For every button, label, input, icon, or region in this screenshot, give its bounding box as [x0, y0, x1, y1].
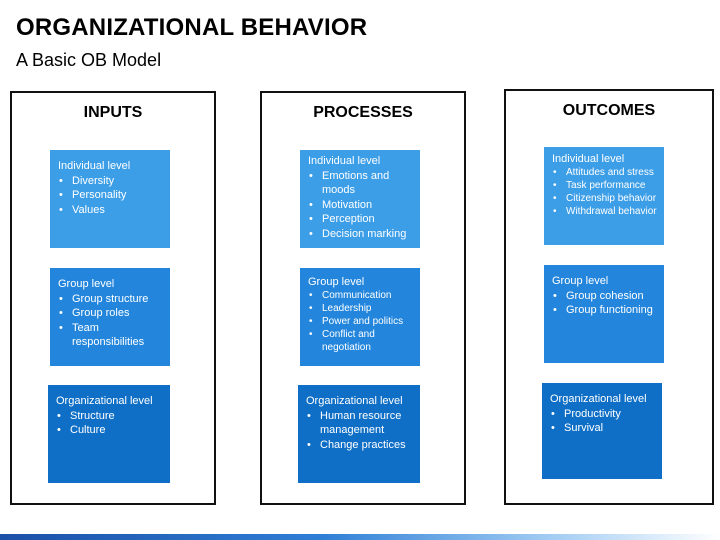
list-item: Power and politics: [308, 315, 414, 328]
list-item: Productivity: [550, 407, 656, 422]
box-heading: Individual level: [58, 160, 131, 172]
outcomes-column: OUTCOMES Individual level Attitudes and …: [504, 89, 714, 505]
box-heading: Group level: [552, 275, 609, 287]
list-item: Withdrawal behavior: [552, 205, 658, 218]
list-item: Emotions and moods: [308, 169, 414, 198]
inputs-individual-box: Individual level Diversity Personality V…: [50, 150, 170, 248]
processes-group-box: Group level Communication Leadership Pow…: [300, 268, 420, 366]
outcomes-individual-box: Individual level Attitudes and stress Ta…: [544, 147, 664, 245]
box-heading: Organizational level: [306, 395, 403, 407]
slide-subtitle: A Basic OB Model: [16, 50, 162, 70]
list-item: Personality: [58, 188, 164, 203]
list-item: Change practices: [306, 438, 414, 453]
box-heading: Group level: [58, 278, 115, 290]
processes-column: PROCESSES Individual level Emotions and …: [260, 91, 466, 505]
list-item: Group roles: [58, 306, 164, 321]
list-item: Human resource management: [306, 409, 414, 438]
box-heading: Organizational level: [56, 395, 153, 407]
list-item: Culture: [56, 423, 164, 438]
list-item: Decision marking: [308, 227, 414, 242]
inputs-column: INPUTS Individual level Diversity Person…: [10, 91, 216, 505]
list-item: Task performance: [552, 179, 658, 192]
list-item: Perception: [308, 212, 414, 227]
list-item: Group functioning: [552, 303, 658, 318]
inputs-organizational-box: Organizational level Structure Culture: [48, 385, 170, 483]
outcomes-header: OUTCOMES: [562, 102, 656, 119]
footer-gradient-bar: [0, 534, 720, 540]
processes-individual-box: Individual level Emotions and moods Moti…: [300, 150, 420, 248]
inputs-group-box: Group level Group structure Group roles …: [50, 268, 170, 366]
outcomes-organizational-box: Organizational level Productivity Surviv…: [542, 383, 662, 479]
box-heading: Organizational level: [550, 393, 647, 405]
list-item: Communication: [308, 289, 414, 302]
box-heading: Individual level: [552, 153, 625, 165]
list-item: Attitudes and stress: [552, 166, 658, 179]
processes-header: PROCESSES: [313, 104, 413, 121]
list-item: Group structure: [58, 292, 164, 307]
list-item: Motivation: [308, 198, 414, 213]
box-heading: Group level: [308, 276, 365, 288]
list-item: Team responsibilities: [58, 321, 164, 350]
box-heading: Individual level: [308, 155, 381, 167]
list-item: Conflict and negotiation: [308, 328, 414, 354]
list-item: Survival: [550, 421, 656, 436]
inputs-header: INPUTS: [83, 104, 143, 121]
outcomes-group-box: Group level Group cohesion Group functio…: [544, 265, 664, 363]
list-item: Structure: [56, 409, 164, 424]
processes-organizational-box: Organizational level Human resource mana…: [298, 385, 420, 483]
list-item: Leadership: [308, 302, 414, 315]
slide-title: ORGANIZATIONAL BEHAVIOR: [16, 14, 368, 41]
list-item: Citizenship behavior: [552, 192, 658, 205]
list-item: Values: [58, 203, 164, 218]
list-item: Group cohesion: [552, 289, 658, 304]
list-item: Diversity: [58, 174, 164, 189]
